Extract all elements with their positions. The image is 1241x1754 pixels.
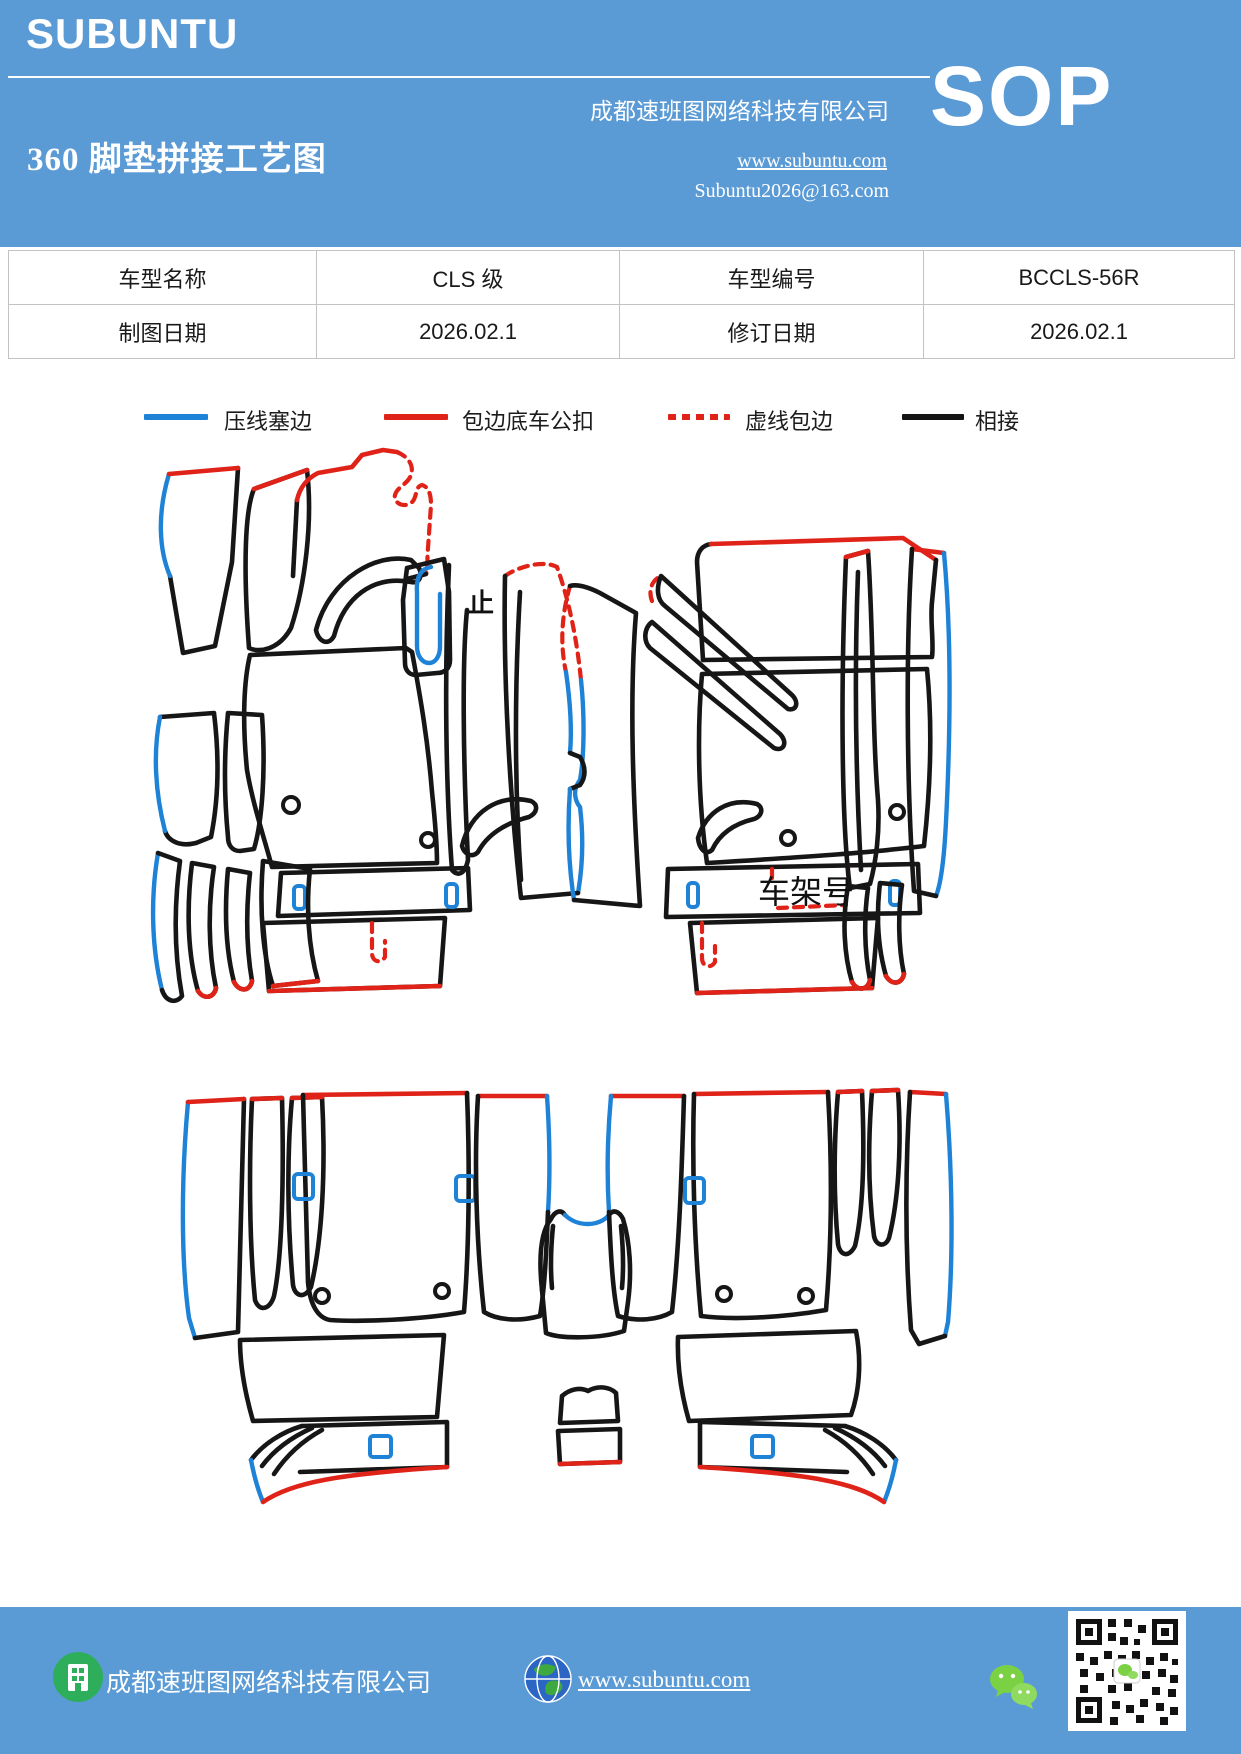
legend-item-label: 虚线包边 xyxy=(745,409,834,434)
legend-dashed-line-swatch xyxy=(668,414,730,420)
revision-date-label: 修订日期 xyxy=(620,305,924,358)
model-code-value: BCCLS-56R xyxy=(924,251,1234,305)
header-website-link[interactable]: www.subuntu.com xyxy=(737,150,887,172)
footer-website-link[interactable]: www.subuntu.com xyxy=(578,1667,751,1692)
header-company-name: 成都速班图网络科技有限公司 xyxy=(590,99,889,124)
header-divider xyxy=(8,76,930,78)
legend-black-line-swatch xyxy=(902,414,964,420)
legend-item-label: 相接 xyxy=(975,409,1020,434)
footer-company-name: 成都速班图网络科技有限公司 xyxy=(106,1670,432,1697)
model-name-label: 车型名称 xyxy=(9,251,317,305)
page-title: 360 脚垫拼接工艺图 xyxy=(27,142,327,178)
orientation-mark: 止 xyxy=(468,588,494,618)
legend-blue-line-swatch xyxy=(144,414,208,420)
line-legend: 压线塞边 包边底车公扣 虚线包边 相接 xyxy=(0,404,1241,438)
rear-mat-set xyxy=(180,1087,954,1505)
draw-date-label: 制图日期 xyxy=(9,305,317,358)
front-mat-set-left xyxy=(150,447,586,1004)
vehicle-info-table: 车型名称 CLS 级 车型编号 BCCLS-56R 制图日期 2026.02.1… xyxy=(8,250,1235,359)
front-mat-set-right xyxy=(560,535,952,996)
qr-code xyxy=(1068,1611,1186,1731)
draw-date-value: 2026.02.1 xyxy=(317,305,620,358)
legend-item-label: 压线塞边 xyxy=(224,409,313,434)
company-icon xyxy=(53,1652,103,1702)
legend-red-line-swatch xyxy=(384,414,448,420)
model-name-value: CLS 级 xyxy=(317,251,620,305)
globe-icon xyxy=(524,1655,572,1703)
legend-item-label: 包边底车公扣 xyxy=(462,409,595,434)
brand-logo: SUBUNTU xyxy=(26,10,239,57)
footer-band: 成都速班图网络科技有限公司 www.subuntu.com xyxy=(0,1607,1241,1754)
header-email: Subuntu2026@163.com xyxy=(694,180,889,202)
model-code-label: 车型编号 xyxy=(620,251,924,305)
wechat-icon xyxy=(990,1665,1037,1709)
header-band: SUBUNTU 360 脚垫拼接工艺图 成都速班图网络科技有限公司 www.su… xyxy=(0,0,1241,247)
sop-label: SOP xyxy=(930,49,1114,143)
revision-date-value: 2026.02.1 xyxy=(1030,318,1128,344)
vin-label: 车架号 xyxy=(758,874,854,910)
